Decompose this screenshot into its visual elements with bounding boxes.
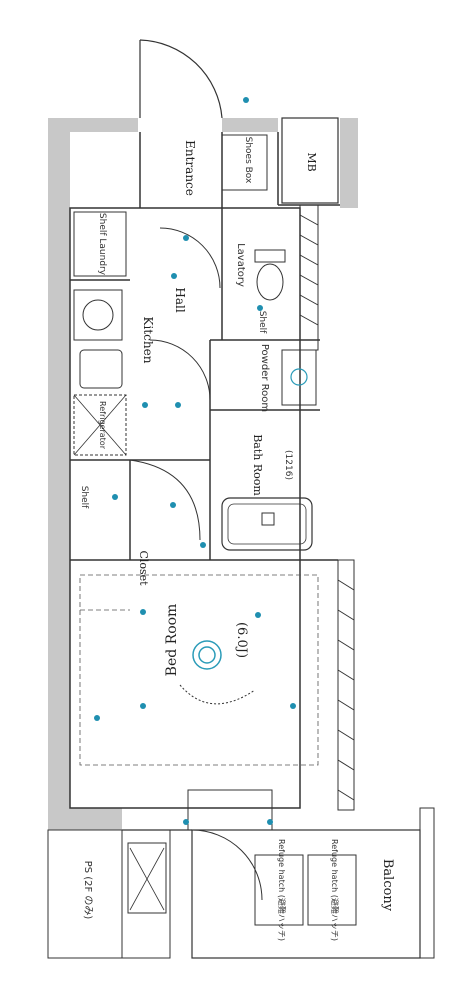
label-mb: MB — [305, 152, 318, 171]
refuge-hatch-box-1 — [254, 854, 304, 926]
label-bed-room: Bed Room — [164, 604, 180, 677]
label-bed-size: (6.0J) — [234, 622, 249, 658]
shoes-box — [221, 134, 268, 191]
entrance-wall-right — [222, 118, 278, 132]
label-bath-room: Bath Room — [251, 434, 264, 496]
hall-door — [159, 227, 221, 289]
ps-column — [121, 829, 171, 959]
note-box — [47, 829, 123, 959]
left-wall-lower — [48, 808, 122, 830]
left-outer-wall — [48, 118, 70, 808]
light-wiring — [179, 684, 256, 705]
label-hall: Hall — [173, 287, 187, 312]
mb-box — [281, 117, 339, 204]
kitchen-sink — [79, 349, 123, 389]
right-wall-lower — [337, 559, 355, 811]
label-powder-room: Powder Room — [259, 344, 270, 412]
wash-basin — [281, 349, 317, 406]
balcony-door — [187, 789, 273, 831]
label-refuge-hatch-1: Refuge hatch (避難ハッチ) — [277, 839, 287, 941]
label-lavatory: Lavatory — [235, 243, 246, 287]
label-kitchen: Kitchen — [141, 317, 155, 364]
ceiling-light — [192, 640, 222, 670]
balcony-area — [191, 829, 421, 959]
label-refuge-hatch-2: Refuge hatch (避難ハッチ) — [330, 839, 340, 941]
refuge-hatch-box-2 — [307, 854, 357, 926]
bathtub — [221, 497, 313, 551]
laundry-box — [73, 211, 127, 277]
label-shoes-box: Shoes Box — [243, 137, 253, 184]
label-refrigerator: Refrigerator — [98, 401, 107, 450]
toilet-bowl — [256, 263, 284, 301]
kitchen-door — [149, 339, 211, 401]
label-shelf-wc: Shelf — [257, 311, 267, 334]
mb-wall — [340, 118, 358, 208]
toilet-tank — [254, 249, 286, 263]
label-bath-size: (1216) — [283, 450, 293, 480]
label-floor-note: PS (2F のみ) — [82, 861, 93, 920]
laundry-drum — [82, 299, 114, 331]
right-wall-upper — [299, 204, 319, 351]
label-entrance: Entrance — [183, 140, 197, 196]
label-closet: Closet — [137, 550, 150, 586]
label-balcony: Balcony — [380, 859, 395, 912]
bedroom-dashed — [79, 574, 319, 766]
refrigerator-space — [73, 394, 127, 456]
label-shelf-closet: Shelf — [79, 486, 89, 509]
ac-outdoor-unit — [127, 842, 167, 914]
label-shelf-laundry: Shelf Laundry — [97, 213, 107, 276]
laundry-machine — [73, 289, 123, 341]
balcony-door-swing — [191, 829, 263, 901]
right-wall-hatch — [299, 214, 355, 801]
entrance-door — [139, 39, 223, 119]
left-wall-top — [48, 118, 138, 132]
electrical-dots — [94, 97, 296, 825]
balcony-right-wall — [419, 807, 435, 959]
interior-walls — [69, 132, 340, 809]
closet-door — [129, 459, 201, 541]
